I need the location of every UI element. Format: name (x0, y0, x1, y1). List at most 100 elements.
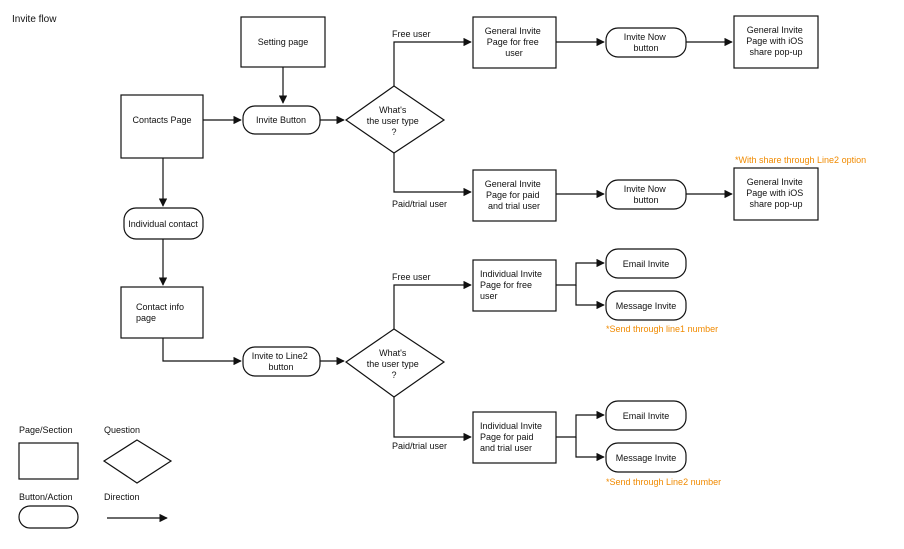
node-individual-invite-paid: Individual Invite Page for paid and tria… (472, 411, 557, 464)
individual-free-line-3: user (480, 291, 498, 301)
question2-line-2: the user type (367, 359, 419, 369)
edge-question1-to-paid (393, 153, 472, 197)
question1-line-1: What's (379, 105, 407, 115)
svg-text:Invite Now button: Invite Now button (624, 32, 669, 53)
svg-text:General Invite Page wi: General Invite Page with iOS share pop-u… (746, 177, 806, 209)
node-invite-now-free: Invite Now button (605, 27, 687, 58)
node-general-invite-free: General Invite Page for free user (472, 16, 557, 69)
edge-label-paid-user-1: Paid/trial user (392, 199, 447, 209)
svg-text:Individual contact: Individual contact (128, 219, 198, 229)
question1-line-3: ? (391, 127, 396, 137)
svg-text:Email Invite: Email Invite (623, 411, 670, 421)
node-contact-info-page: Contact info page (120, 286, 204, 339)
svg-text:Message Invite: Message Invite (616, 301, 677, 311)
invite-now-paid-line-2: button (633, 195, 658, 205)
legend-page-swatch (18, 442, 79, 480)
node-individual-invite-free: Individual Invite Page for free user (472, 259, 557, 312)
general-free-line-2: Page for free (487, 37, 539, 47)
edge-individual-free-to-message (575, 285, 605, 310)
svg-text:What's the user type: What's the user type ? (367, 105, 422, 137)
invite-now-free-line-2: button (633, 43, 658, 53)
question2-line-3: ? (391, 370, 396, 380)
svg-text:Email Invite: Email Invite (623, 259, 670, 269)
node-message-invite-free: Message Invite (605, 290, 687, 321)
node-message-invite-paid: Message Invite (605, 442, 687, 473)
invite-line2-line-1: Invite to Line2 (252, 351, 308, 361)
individual-paid-line-3: and trial user (480, 443, 532, 453)
edge-labels: Free user Paid/trial user Free user Paid… (392, 29, 447, 451)
node-ios-share-free: General Invite Page with iOS share pop-u… (733, 15, 819, 69)
individual-free-line-2: Page for free (480, 280, 532, 290)
edge-question2-to-free (393, 280, 472, 329)
contact-info-line-1: Contact info (136, 302, 184, 312)
node-setting-page: Setting page (240, 16, 326, 68)
svg-text:Individual Invite Page: Individual Invite Page for free user (480, 269, 545, 301)
edge-label-paid-user-2: Paid/trial user (392, 441, 447, 451)
svg-text:Invite Button: Invite Button (256, 115, 306, 125)
ios-share-paid-line-1: General Invite (747, 177, 803, 187)
legend-button-swatch (18, 505, 79, 529)
ios-share-free-line-3: share pop-up (749, 47, 802, 57)
diagram-title: Invite flow (12, 14, 57, 25)
edge-individual-paid-to-email (556, 410, 605, 438)
question1-line-2: the user type (367, 116, 419, 126)
svg-text:Message Invite: Message Invite (616, 453, 677, 463)
svg-text:Invite Now button: Invite Now button (624, 184, 669, 205)
connectors (158, 37, 733, 462)
question2-line-1: What's (379, 348, 407, 358)
node-invite-button: Invite Button (242, 105, 321, 135)
node-invite-line2-button: Invite to Line2 button (242, 346, 321, 377)
general-free-line-1: General Invite (485, 26, 541, 36)
edge-question2-to-paid (393, 397, 472, 442)
ios-share-free-line-1: General Invite (747, 25, 803, 35)
node-user-type-question-1: What's the user type ? (344, 85, 446, 154)
node-email-invite-paid: Email Invite (605, 400, 687, 431)
email-invite-free-label: Email Invite (623, 259, 670, 269)
ios-share-paid-line-2: Page with iOS (746, 188, 803, 198)
general-paid-line-2: Page for paid (486, 190, 540, 200)
svg-text:Contacts Page: Contacts Page (132, 115, 191, 125)
individual-contact-label: Individual contact (128, 219, 198, 229)
legend-question-swatch (102, 439, 173, 484)
email-invite-paid-label: Email Invite (623, 411, 670, 421)
svg-text:Setting page: Setting page (258, 37, 309, 47)
message-invite-paid-label: Message Invite (616, 453, 677, 463)
note-line2-send: *Send through Line2 number (606, 477, 721, 487)
edge-label-free-user-1: Free user (392, 29, 431, 39)
node-contacts-page: Contacts Page (120, 94, 204, 159)
legend-button-label: Button/Action (19, 492, 73, 502)
annotations: *With share through Line2 option *Send t… (606, 155, 866, 487)
edge-individual-paid-to-message (575, 437, 605, 462)
svg-text:Contact info page: Contact info page (136, 302, 187, 323)
edge-contact-info-to-invite-line2 (162, 338, 242, 366)
edge-label-free-user-2: Free user (392, 272, 431, 282)
node-individual-contact: Individual contact (123, 207, 204, 240)
svg-text:General Invite Page wi: General Invite Page with iOS share pop-u… (746, 25, 806, 57)
contact-info-line-2: page (136, 313, 156, 323)
individual-paid-line-1: Individual Invite (480, 421, 542, 431)
general-free-line-3: user (505, 48, 523, 58)
individual-free-line-1: Individual Invite (480, 269, 542, 279)
svg-text:Individual Invite Page: Individual Invite Page for paid and tria… (480, 421, 545, 453)
svg-text:What's the user type: What's the user type ? (367, 348, 422, 380)
nodes: Setting page Contacts Page Invite Button… (120, 15, 819, 473)
invite-now-free-line-1: Invite Now (624, 32, 667, 42)
individual-paid-line-2: Page for paid (480, 432, 534, 442)
note-line1-send: *Send through line1 number (606, 324, 718, 334)
legend-page-label: Page/Section (19, 425, 73, 435)
node-invite-now-paid: Invite Now button (605, 179, 687, 210)
svg-text:General Invite Page fo: General Invite Page for paid and trial u… (485, 179, 544, 211)
setting-page-label: Setting page (258, 37, 309, 47)
invite-line2-line-2: button (268, 362, 293, 372)
edge-individual-free-to-email (556, 258, 605, 286)
message-invite-free-label: Message Invite (616, 301, 677, 311)
legend-question-label: Question (104, 425, 140, 435)
ios-share-free-line-2: Page with iOS (746, 36, 803, 46)
node-general-invite-paid: General Invite Page for paid and trial u… (472, 169, 557, 222)
legend: Page/Section Question Button/Action Dire… (18, 425, 173, 529)
ios-share-paid-line-3: share pop-up (749, 199, 802, 209)
contacts-page-label: Contacts Page (132, 115, 191, 125)
svg-text:Invite to Line2 button: Invite to Line2 button (252, 351, 311, 372)
general-paid-line-3: and trial user (488, 201, 540, 211)
